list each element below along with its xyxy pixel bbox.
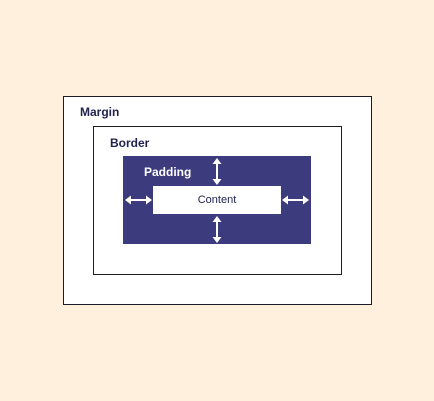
padding-bottom-arrow-icon bbox=[212, 216, 222, 243]
padding-top-arrow-icon bbox=[212, 158, 222, 185]
padding-right-arrow-icon bbox=[282, 195, 309, 205]
content-label: Content bbox=[197, 194, 237, 206]
content-box: Content bbox=[153, 186, 281, 214]
border-label: Border bbox=[110, 136, 150, 150]
padding-label: Padding bbox=[144, 165, 192, 179]
margin-label: Margin bbox=[80, 105, 120, 119]
padding-left-arrow-icon bbox=[125, 195, 152, 205]
